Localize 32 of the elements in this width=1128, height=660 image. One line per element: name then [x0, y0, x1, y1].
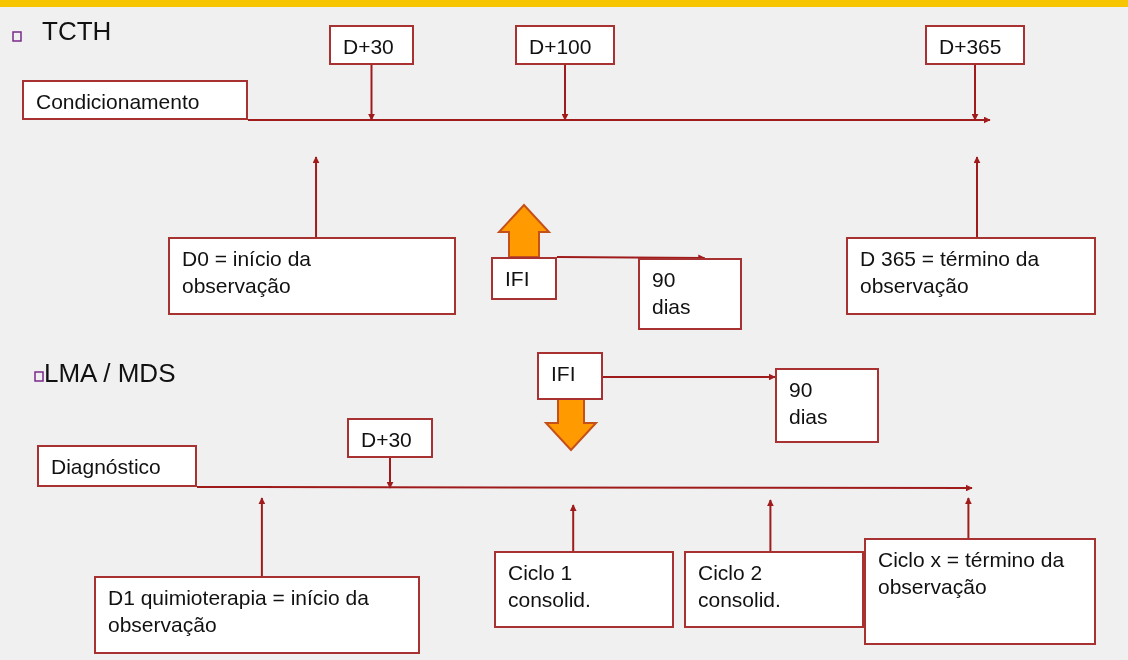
- duration-box: 90 dias: [775, 368, 879, 443]
- day-marker: D+30: [329, 25, 414, 65]
- arrow: [247, 116, 991, 124]
- arrow: [386, 457, 394, 489]
- arrow: [196, 484, 973, 492]
- arrow: [971, 64, 979, 121]
- cycle-box: Ciclo 2 consolid.: [684, 551, 864, 628]
- section-heading: TCTH: [42, 16, 112, 47]
- timeline-label: Diagnóstico: [37, 445, 197, 487]
- arrow: [602, 373, 776, 381]
- arrow: [556, 254, 706, 262]
- arrow: [561, 64, 569, 121]
- day-marker: D+100: [515, 25, 615, 65]
- arrow: [569, 504, 577, 552]
- note-box: Ciclo x = término da observação: [864, 538, 1096, 645]
- section-heading: LMA / MDS: [44, 358, 176, 389]
- cycle-box: Ciclo 1 consolid.: [494, 551, 674, 628]
- event-box: IFI: [491, 257, 557, 300]
- day-marker: D+30: [347, 418, 433, 458]
- note-box: D0 = início da observação: [168, 237, 456, 315]
- arrow: [258, 497, 266, 577]
- arrow: [964, 497, 972, 539]
- arrow: [368, 64, 375, 121]
- note-box: D 365 = término da observação: [846, 237, 1096, 315]
- note-box: D1 quimioterapia = início da observação: [94, 576, 420, 654]
- day-marker: D+365: [925, 25, 1025, 65]
- duration-box: 90 dias: [638, 258, 742, 330]
- timeline-label: Condicionamento: [22, 80, 248, 120]
- arrow: [973, 156, 981, 238]
- event-box: IFI: [537, 352, 603, 400]
- arrow: [766, 499, 774, 552]
- arrow: [312, 156, 320, 238]
